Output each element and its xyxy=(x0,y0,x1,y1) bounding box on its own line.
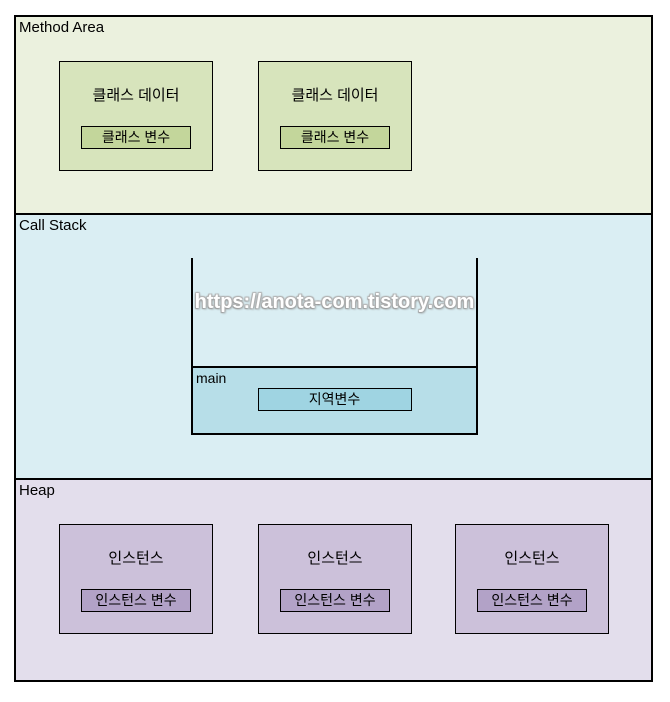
section-call-stack: Call Stack https://anota-com.tistory.com… xyxy=(16,215,651,480)
stack-container: https://anota-com.tistory.com main 지역변수 xyxy=(191,258,478,435)
class-variable-box: 클래스 변수 xyxy=(81,126,191,149)
stack-frame-name: main xyxy=(196,370,227,386)
instance-variable-box: 인스턴스 변수 xyxy=(81,589,191,612)
class-data-box: 클래스 데이터 클래스 변수 xyxy=(59,61,213,171)
call-stack-label: Call Stack xyxy=(19,217,87,234)
instance-title: 인스턴스 xyxy=(108,550,164,567)
heap-label: Heap xyxy=(19,482,55,499)
class-data-title: 클래스 데이터 xyxy=(291,87,379,104)
instance-variable-box: 인스턴스 변수 xyxy=(477,589,587,612)
instance-title: 인스턴스 xyxy=(504,550,560,567)
class-variable-box: 클래스 변수 xyxy=(280,126,390,149)
instance-variable-box: 인스턴스 변수 xyxy=(280,589,390,612)
instance-title: 인스턴스 xyxy=(307,550,363,567)
section-heap: Heap 인스턴스 인스턴스 변수 인스턴스 인스턴스 변수 인스턴스 인스턴스… xyxy=(16,480,651,680)
instance-box: 인스턴스 인스턴스 변수 xyxy=(258,524,412,634)
local-variable-box: 지역변수 xyxy=(257,388,412,411)
instance-box: 인스턴스 인스턴스 변수 xyxy=(455,524,609,634)
jvm-memory-diagram: Method Area 클래스 데이터 클래스 변수 클래스 데이터 클래스 변… xyxy=(14,15,653,682)
instance-box: 인스턴스 인스턴스 변수 xyxy=(59,524,213,634)
stack-frame-main: main 지역변수 xyxy=(193,366,476,433)
watermark: https://anota-com.tistory.com xyxy=(194,291,475,313)
class-data-box: 클래스 데이터 클래스 변수 xyxy=(258,61,412,171)
class-data-title: 클래스 데이터 xyxy=(92,87,180,104)
section-method-area: Method Area 클래스 데이터 클래스 변수 클래스 데이터 클래스 변… xyxy=(16,17,651,215)
method-area-label: Method Area xyxy=(19,19,105,36)
